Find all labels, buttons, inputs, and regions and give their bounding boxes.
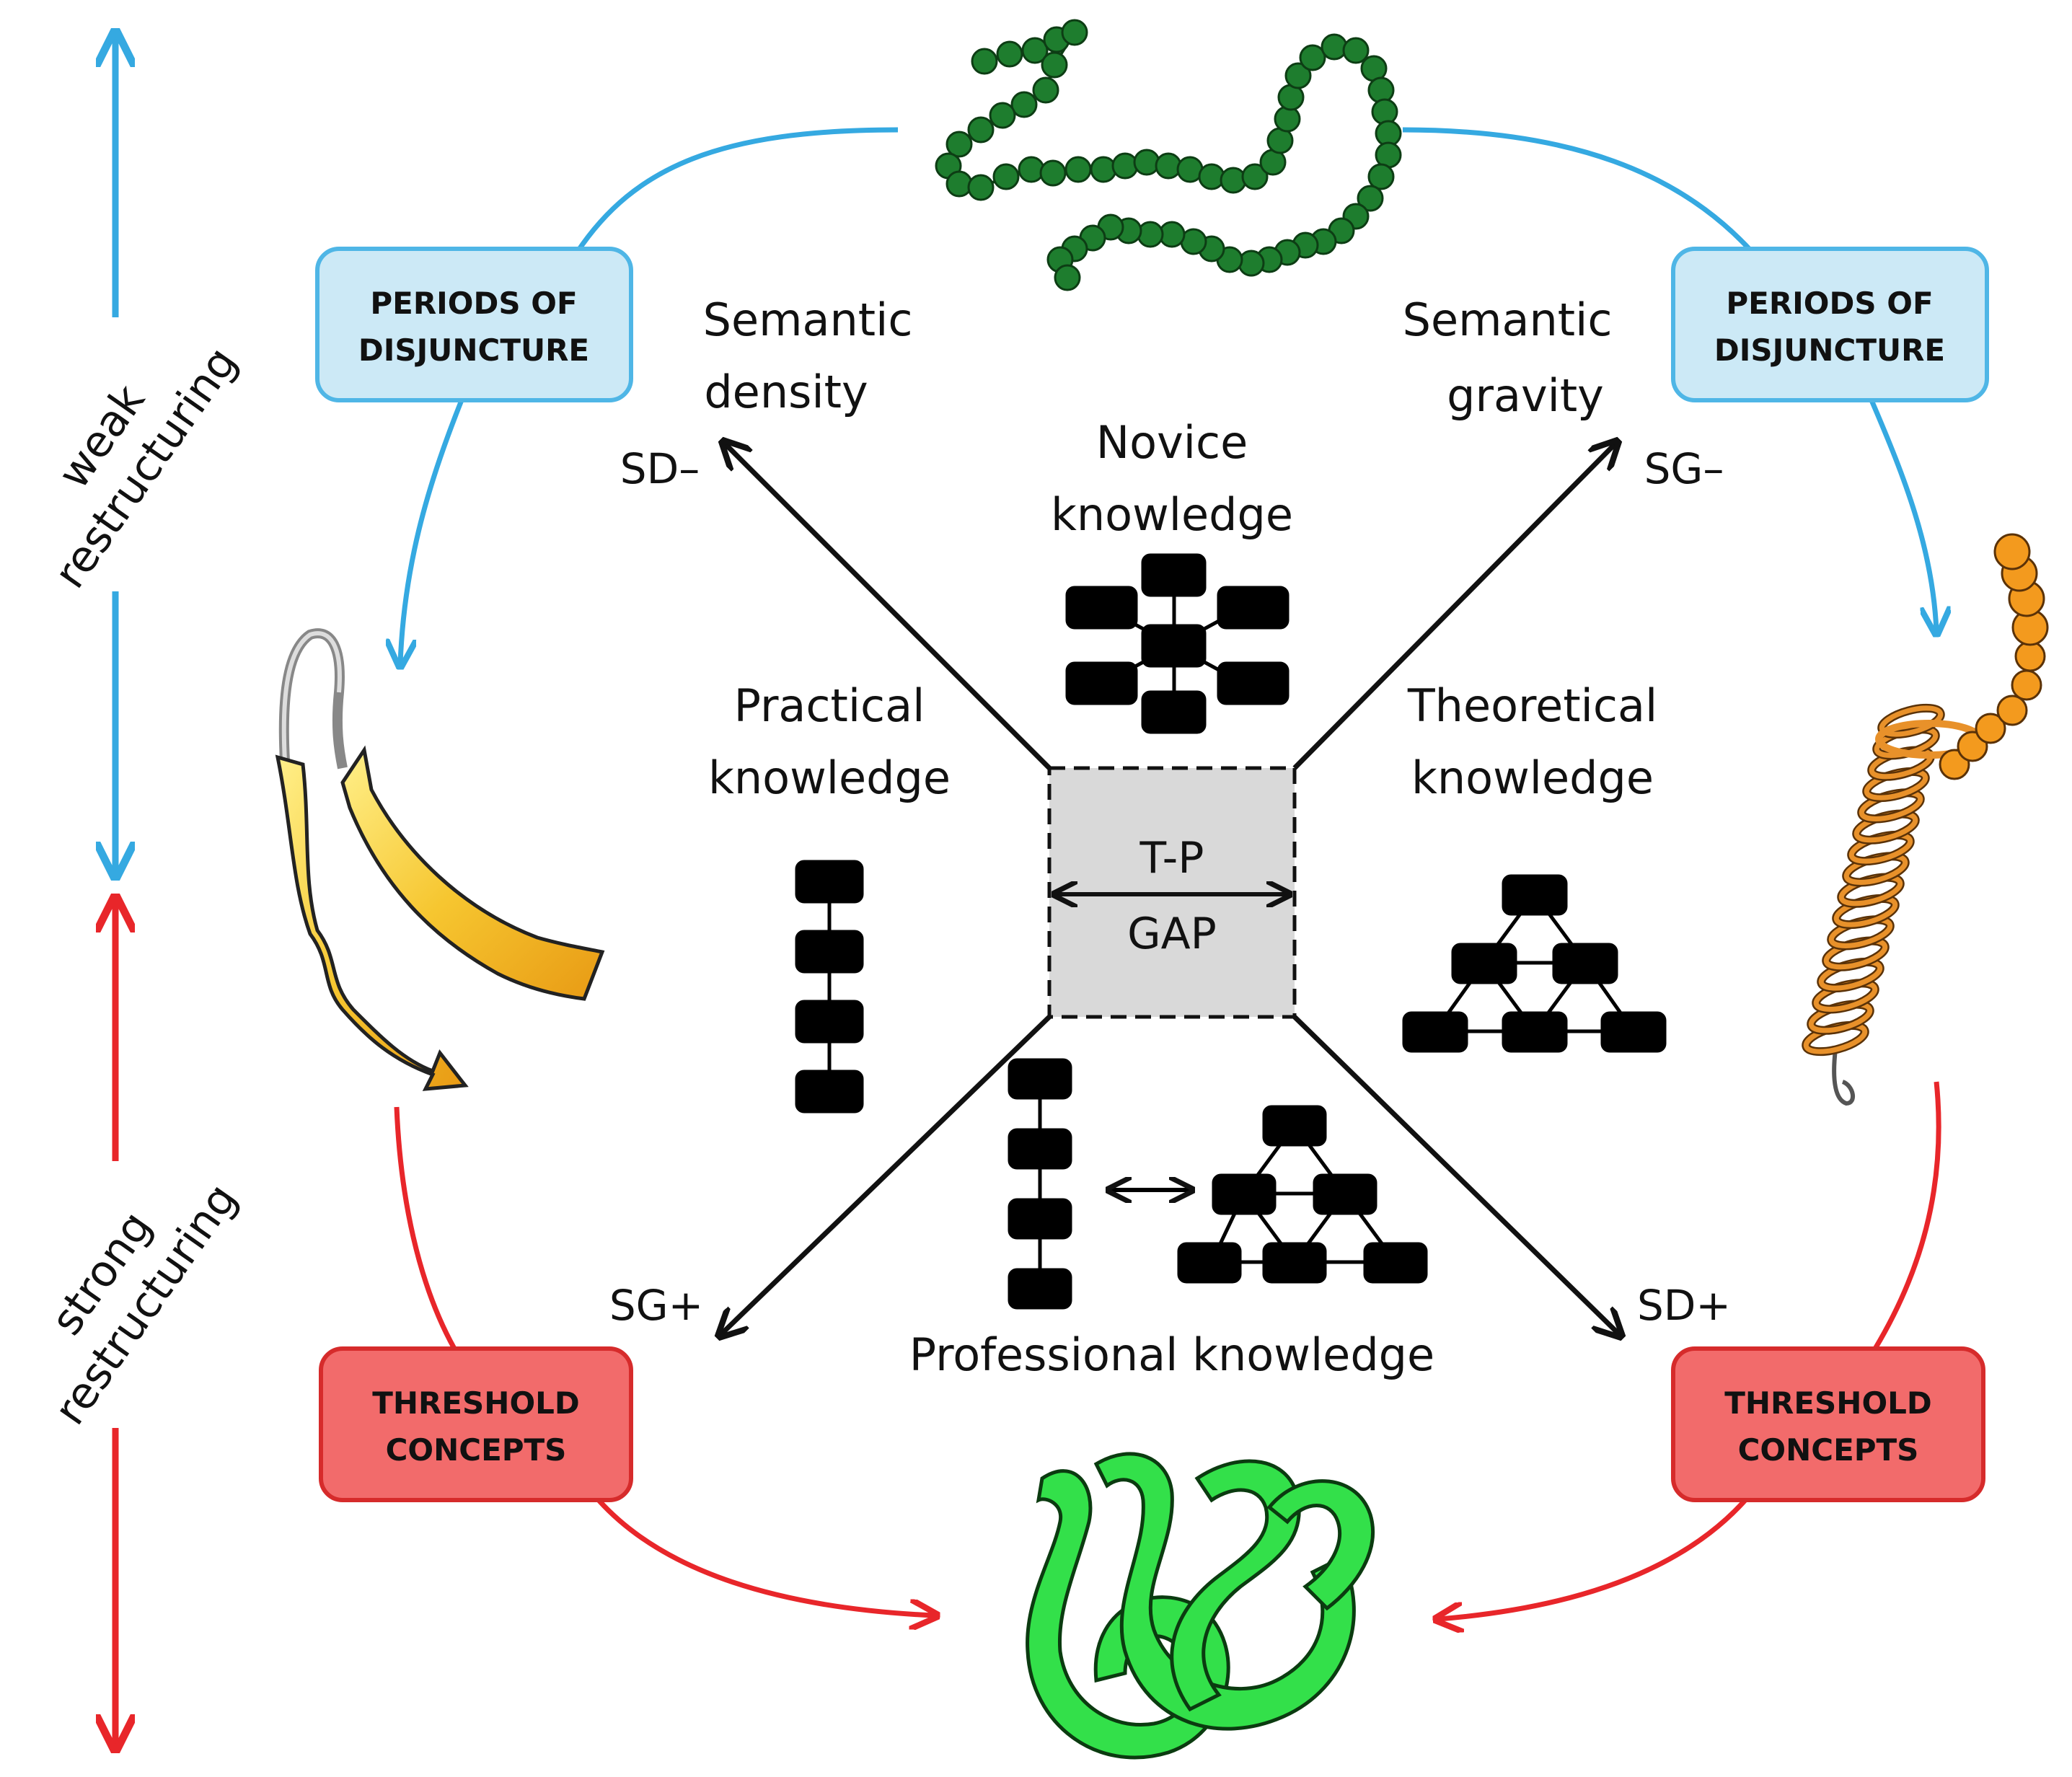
threshold-left-line1: THRESHOLD bbox=[372, 1385, 580, 1421]
practical-graph bbox=[795, 860, 864, 1114]
bead bbox=[992, 163, 1020, 190]
practical-label-line2: knowledge bbox=[708, 751, 951, 804]
red-arc-right-up bbox=[1872, 1081, 1941, 1350]
bead bbox=[1198, 163, 1225, 190]
bead bbox=[1155, 152, 1182, 180]
bead-chain-icon bbox=[935, 19, 1402, 291]
red-arc-left-bottom bbox=[596, 1498, 934, 1615]
bead bbox=[1321, 33, 1348, 61]
blue-arc-left-down bbox=[400, 399, 464, 663]
disjuncture-left-line2: DISJUNCTURE bbox=[358, 332, 589, 368]
disjuncture-left-line1: PERIODS OF bbox=[370, 286, 577, 321]
alpha-helix-icon bbox=[1802, 533, 2049, 1106]
tp-gap-box: T-P GAP bbox=[1047, 766, 1297, 1019]
bead bbox=[945, 131, 973, 158]
bead bbox=[1274, 105, 1301, 133]
sd-plus-arrow bbox=[1292, 1015, 1619, 1334]
disjuncture-right-line2: DISJUNCTURE bbox=[1714, 332, 1945, 368]
restructuring-axis: weak restructuring strong restructuring bbox=[41, 36, 247, 1745]
bead bbox=[1018, 156, 1045, 183]
bead bbox=[1284, 62, 1312, 89]
disjuncture-box-left: PERIODS OF DISJUNCTURE bbox=[315, 247, 633, 402]
helix-bead bbox=[1975, 713, 2006, 744]
practical-label-line1: Practical bbox=[734, 679, 925, 732]
bead bbox=[1111, 152, 1139, 180]
bead bbox=[1032, 76, 1059, 104]
bead bbox=[967, 116, 995, 144]
theoretical-label-line2: knowledge bbox=[1411, 751, 1654, 804]
bead bbox=[1061, 19, 1088, 46]
tangled-protein-icon bbox=[1026, 1452, 1375, 1760]
disjuncture-box-right: PERIODS OF DISJUNCTURE bbox=[1671, 247, 1989, 402]
blue-arc-top-left bbox=[575, 127, 899, 254]
helix-bead bbox=[2011, 669, 2042, 701]
threshold-right-line1: THRESHOLD bbox=[1724, 1385, 1932, 1421]
theoretical-graph bbox=[1402, 874, 1667, 1053]
helix-bead bbox=[1996, 695, 2028, 726]
bead bbox=[1238, 250, 1265, 277]
sg-plus-label: SG+ bbox=[609, 1281, 703, 1330]
blue-arc-right-down bbox=[1869, 399, 1936, 631]
theoretical-label-line1: Theoretical bbox=[1407, 679, 1657, 732]
bead bbox=[1041, 51, 1068, 79]
blue-arc-top-right bbox=[1402, 127, 1755, 255]
bead bbox=[1371, 98, 1398, 125]
bead bbox=[1241, 163, 1269, 190]
bead bbox=[1039, 159, 1067, 187]
bead bbox=[989, 102, 1016, 129]
bead bbox=[1299, 44, 1326, 71]
helix-bead bbox=[1993, 533, 2031, 570]
bead bbox=[1064, 156, 1092, 183]
sd-minus-arrow bbox=[725, 444, 1052, 770]
bead bbox=[1367, 163, 1395, 190]
density-label-line2: density bbox=[704, 366, 868, 418]
bead bbox=[1357, 185, 1384, 212]
bead bbox=[1021, 37, 1049, 64]
professional-graph bbox=[1008, 1058, 1428, 1310]
bead bbox=[1137, 221, 1164, 248]
disjuncture-right-line1: PERIODS OF bbox=[1726, 286, 1933, 321]
beta-sheet-icon bbox=[275, 628, 605, 1091]
bead bbox=[971, 48, 998, 75]
bead bbox=[1054, 264, 1081, 291]
threshold-right-line2: CONCEPTS bbox=[1738, 1432, 1919, 1468]
bead bbox=[996, 40, 1023, 68]
helix-bead bbox=[2014, 640, 2046, 672]
bead bbox=[967, 174, 995, 201]
bead bbox=[945, 170, 973, 198]
sd-plus-label: SD+ bbox=[1637, 1281, 1731, 1330]
red-arc-right-bottom bbox=[1439, 1498, 1747, 1619]
bead bbox=[1090, 156, 1117, 183]
red-arc-left-up bbox=[394, 1106, 457, 1350]
density-label-line1: Semantic bbox=[703, 294, 913, 346]
bead bbox=[1010, 91, 1038, 118]
gap-label-top: T-P bbox=[1139, 833, 1204, 883]
threshold-box-left: THRESHOLD CONCEPTS bbox=[319, 1346, 633, 1502]
novice-label-line2: knowledge bbox=[1051, 488, 1293, 541]
semantic-axes bbox=[721, 444, 1619, 1334]
bead bbox=[1220, 167, 1247, 194]
cycle-arrows bbox=[394, 127, 1941, 1619]
bead bbox=[1342, 37, 1370, 64]
professional-label: Professional knowledge bbox=[909, 1328, 1434, 1381]
sg-minus-label: SG– bbox=[1644, 444, 1724, 493]
threshold-left-line2: CONCEPTS bbox=[386, 1432, 567, 1468]
sg-minus-arrow bbox=[1292, 444, 1615, 770]
bead bbox=[1133, 149, 1160, 176]
gap-label-bottom: GAP bbox=[1127, 909, 1217, 959]
novice-graph bbox=[1065, 553, 1290, 734]
gravity-label-line1: Semantic bbox=[1403, 294, 1613, 346]
novice-label-line1: Novice bbox=[1096, 416, 1248, 469]
sd-minus-label: SD– bbox=[620, 444, 700, 493]
sg-plus-arrow bbox=[721, 1015, 1052, 1334]
gravity-label-line2: gravity bbox=[1447, 369, 1604, 422]
threshold-box-right: THRESHOLD CONCEPTS bbox=[1671, 1346, 1985, 1502]
bead bbox=[1367, 76, 1395, 104]
